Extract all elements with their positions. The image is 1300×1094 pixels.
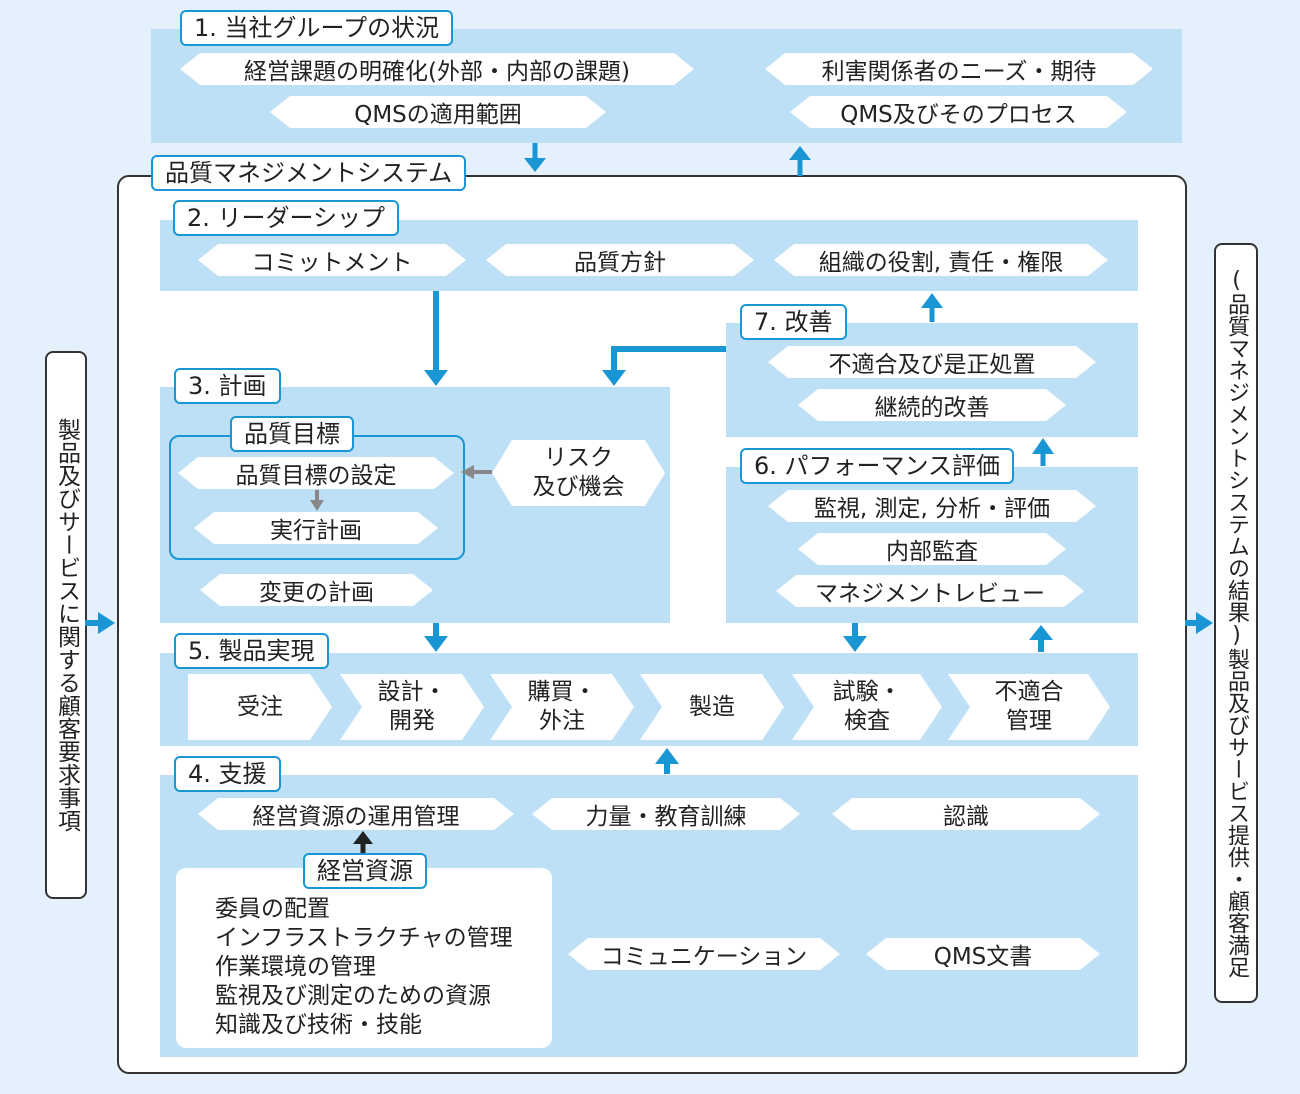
arrow-down-icon <box>424 623 448 652</box>
realization-step-order: 受注 <box>188 674 332 740</box>
arrow-up-icon <box>789 146 811 176</box>
objective-item-plan: 実行計画 <box>194 512 438 544</box>
performance-item-review: マネジメントレビュー <box>776 575 1084 607</box>
resources-list: 委員の配置 インフラストラクチャの管理 作業環境の管理 監視及び測定のための資源… <box>215 895 513 1040</box>
context-item-processes: QMS及びそのプロセス <box>790 96 1127 128</box>
section1-title: 1. 当社グループの状況 <box>180 10 454 46</box>
resources-box <box>176 868 552 1048</box>
improvement-item-corrective: 不適合及び是正処置 <box>768 346 1096 378</box>
section5-title: 5. 製品実現 <box>174 633 329 669</box>
leadership-item-commitment: コミットメント <box>198 244 466 276</box>
arrow-left-icon <box>461 465 492 479</box>
section7-title: 7. 改善 <box>740 304 847 340</box>
support-item-resource-management: 経営資源の運用管理 <box>198 798 514 830</box>
section6-title: 6. パフォーマンス評価 <box>740 448 1015 484</box>
arrow-right-icon <box>1185 612 1213 634</box>
change-planning: 変更の計画 <box>200 574 433 606</box>
support-item-competence: 力量・教育訓練 <box>532 798 800 830</box>
arrow-up-icon <box>921 293 943 322</box>
resources-title: 経営資源 <box>303 853 427 889</box>
leadership-item-policy: 品質方針 <box>486 244 754 276</box>
realization-step-testing: 試験・ 検査 <box>792 674 942 740</box>
section4-title: 4. 支援 <box>174 756 281 792</box>
resource-item: 監視及び測定のための資源 <box>215 983 491 1009</box>
realization-step-manufacturing: 製造 <box>640 674 784 740</box>
context-item-issues: 経営課題の明確化(外部・内部の課題) <box>180 53 694 85</box>
section3-title: 3. 計画 <box>174 368 281 404</box>
performance-item-audit: 内部監査 <box>798 533 1066 565</box>
realization-step-nonconformity: 不適合 管理 <box>948 674 1110 740</box>
arrow-right-icon <box>85 612 115 634</box>
risk-opportunity: リスク 及び機会 <box>492 440 665 506</box>
context-item-scope: QMSの適用範囲 <box>270 96 606 128</box>
arrow-up-icon <box>1032 438 1054 466</box>
leadership-item-roles: 組織の役割, 責任・権限 <box>774 244 1108 276</box>
realization-step-purchasing: 購買・ 外注 <box>490 674 634 740</box>
resource-item: 委員の配置 <box>215 896 330 922</box>
arrow-left-icon <box>602 346 726 386</box>
qms-results-text: (品質マネジメントシステムの結果)製品及びサービス提供・顧客満足 <box>1224 268 1249 978</box>
resource-item: 知識及び技術・技能 <box>215 1012 422 1038</box>
section2-title: 2. リーダーシップ <box>173 200 400 236</box>
arrow-down-icon <box>843 623 867 652</box>
support-item-qms-documents: QMS文書 <box>866 938 1100 970</box>
customer-requirements-text: 製品及びサービスに関する顧客要求事項 <box>53 418 80 832</box>
arrow-up-icon <box>655 748 679 774</box>
arrow-down-icon <box>524 143 546 172</box>
support-item-communication: コミュニケーション <box>568 938 840 970</box>
support-item-awareness: 認識 <box>832 798 1100 830</box>
qms-title: 品質マネジメントシステム <box>151 155 467 191</box>
arrow-down-icon <box>310 490 324 511</box>
arrow-up-icon <box>1029 625 1053 652</box>
context-item-stakeholders: 利害関係者のニーズ・期待 <box>765 53 1153 85</box>
arrow-up-icon <box>353 831 373 853</box>
performance-item-monitoring: 監視, 測定, 分析・評価 <box>768 490 1096 522</box>
resource-item: インフラストラクチャの管理 <box>215 925 513 951</box>
quality-objectives-title: 品質目標 <box>230 416 354 452</box>
realization-step-design: 設計・ 開発 <box>340 674 484 740</box>
objective-item-setting: 品質目標の設定 <box>178 457 454 489</box>
resource-item: 作業環境の管理 <box>215 954 376 980</box>
arrow-down-icon <box>424 291 448 386</box>
improvement-item-continual: 継続的改善 <box>798 389 1066 421</box>
qms-results-box: (品質マネジメントシステムの結果)製品及びサービス提供・顧客満足 <box>1214 243 1258 1003</box>
